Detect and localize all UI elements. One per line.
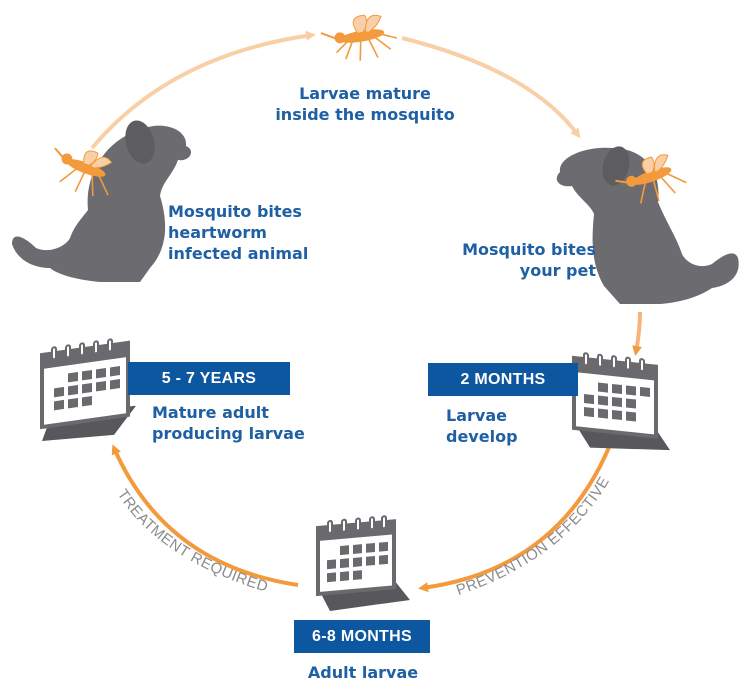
caption-six-months: Adult larvae	[307, 663, 419, 682]
arc-infected-to-mosquito	[90, 30, 316, 150]
badge-six-months: 6-8 MONTHS	[294, 620, 430, 653]
caption-larvae-mature: Larvae mature inside the mosquito	[275, 84, 455, 124]
arc-two-months-to-six-months	[418, 439, 614, 593]
prevention-label: PREVENTION EFFECTIVE	[454, 474, 613, 599]
mosquito-icon	[54, 147, 113, 197]
arc-pet-to-two-months	[632, 311, 642, 356]
badge-years: 5 - 7 YEARS	[128, 362, 290, 395]
caption-two-months: Larvae develop	[446, 406, 518, 446]
caption-years: Mature adult producing larvae	[152, 403, 305, 443]
mosquito-icon	[320, 14, 398, 61]
dog-icon	[556, 146, 739, 304]
caption-bites-infected: Mosquito bites heartworm infected animal	[168, 202, 309, 263]
calendar-icon	[572, 352, 670, 451]
treatment-label: TREATMENT REQUIRED	[114, 486, 271, 595]
caption-bites-pet: Mosquito bites your pet	[462, 240, 596, 280]
badge-two-months: 2 MONTHS	[428, 363, 578, 396]
arc-six-months-to-years	[111, 444, 299, 587]
arc-mosquito-to-pet	[401, 36, 581, 139]
calendar-icon	[316, 515, 410, 611]
mosquito-icon	[615, 154, 687, 204]
calendar-icon	[40, 338, 136, 441]
dog-icon	[12, 120, 192, 282]
